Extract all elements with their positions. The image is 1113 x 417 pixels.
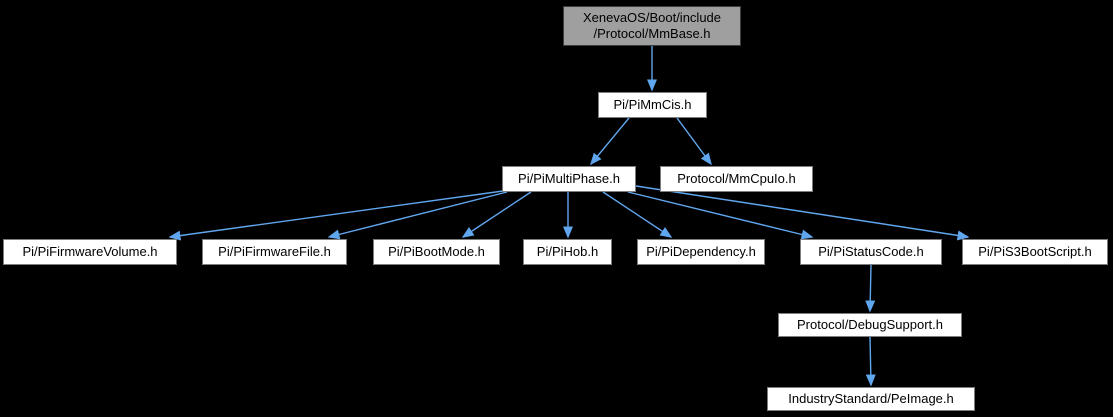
graph-node-debugsupport[interactable]: Protocol/DebugSupport.h: [778, 313, 962, 337]
graph-node-fwvolume[interactable]: Pi/PiFirmwareVolume.h: [3, 239, 177, 265]
graph-node-pimmcis[interactable]: Pi/PiMmCis.h: [598, 92, 707, 118]
include-arrow-pimultiphase-to-bootmode: [461, 191, 532, 238]
include-arrow-statuscode-to-debugsupport: [865, 264, 876, 313]
include-arrow-pimultiphase-to-s3bootscript: [635, 185, 970, 241]
include-arrow-pimultiphase-to-statuscode: [627, 191, 814, 240]
include-arrow-debugsupport-to-peimage: [865, 336, 876, 387]
graph-node-statuscode[interactable]: Pi/PiStatusCode.h: [800, 239, 942, 265]
include-arrow-pimultiphase-to-dependency: [602, 191, 673, 238]
include-arrow-pimultiphase-to-fwvolume: [168, 190, 504, 241]
graph-node-pimultiphase[interactable]: Pi/PiMultiPhase.h: [502, 166, 636, 192]
graph-node-hob[interactable]: Pi/PiHob.h: [523, 239, 612, 265]
graph-node-bootmode[interactable]: Pi/PiBootMode.h: [373, 239, 500, 265]
graph-node-s3bootscript[interactable]: Pi/PiS3BootScript.h: [962, 239, 1108, 265]
graph-node-peimage[interactable]: IndustryStandard/PeImage.h: [767, 387, 975, 411]
include-arrow-pimmcis-to-mmcpuio: [676, 117, 712, 166]
include-arrow-pimmcis-to-pimultiphase: [590, 117, 630, 166]
graph-node-mmcpuio[interactable]: Protocol/MmCpuIo.h: [660, 166, 813, 192]
graph-node-dependency[interactable]: Pi/PiDependency.h: [637, 239, 765, 265]
graph-node-mmbase: XenevaOS/Boot/include /Protocol/MmBase.h: [563, 6, 741, 46]
include-arrow-pimultiphase-to-fwfile: [327, 191, 508, 240]
graph-node-fwfile[interactable]: Pi/PiFirmwareFile.h: [202, 239, 347, 265]
